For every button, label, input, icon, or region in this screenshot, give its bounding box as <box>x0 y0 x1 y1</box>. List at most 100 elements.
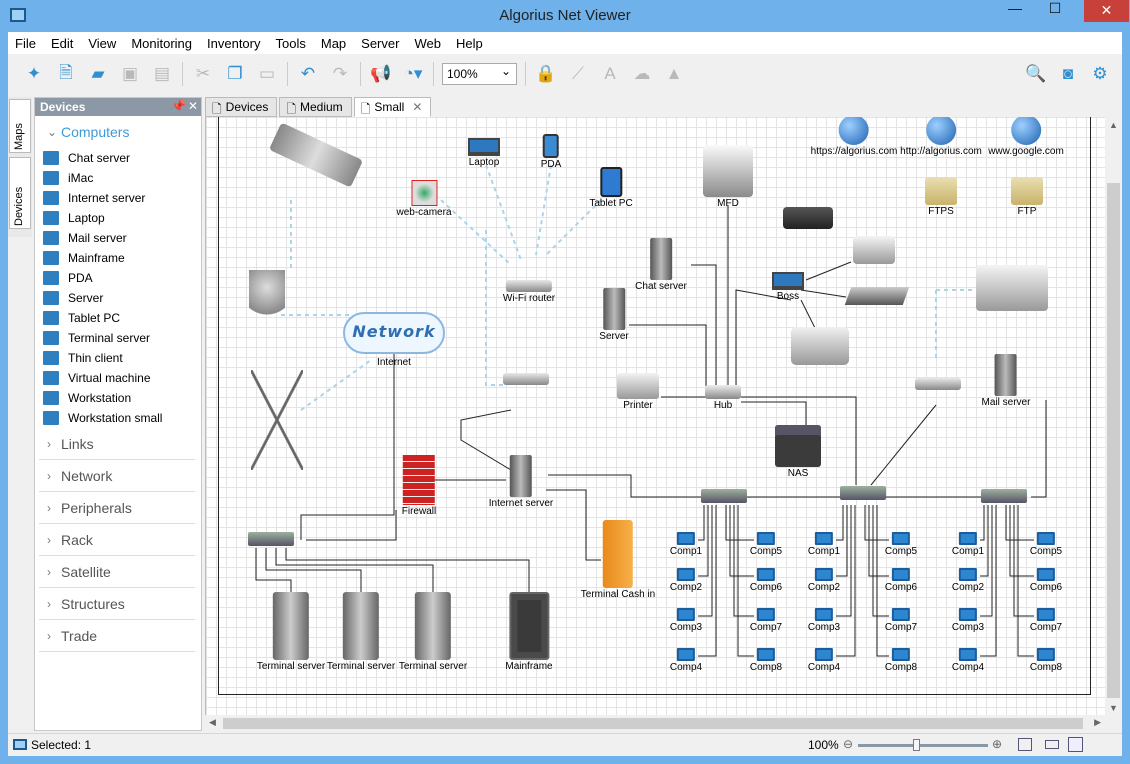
projector-icon[interactable] <box>783 207 833 229</box>
radio-tower-icon[interactable] <box>251 370 303 470</box>
switch-node[interactable] <box>840 486 886 501</box>
save-icon[interactable]: ▣ <box>121 64 139 83</box>
open-folder-icon[interactable]: ▰ <box>91 64 105 83</box>
menu-tools[interactable]: Tools <box>275 35 306 51</box>
full-screen-icon[interactable] <box>1068 737 1083 752</box>
computer-node[interactable]: Comp2 <box>808 568 840 593</box>
tab-small[interactable]: 🗋Small✕ <box>353 97 432 117</box>
switch-node[interactable] <box>981 489 1027 504</box>
device-node[interactable]: Laptop <box>468 138 500 168</box>
router-node[interactable] <box>915 360 961 391</box>
category-item[interactable]: ›Network <box>39 460 195 492</box>
plotter-icon[interactable] <box>976 265 1048 311</box>
zoom-in-icon[interactable]: ⊕ <box>992 737 1003 751</box>
device-node[interactable]: NAS <box>775 425 821 479</box>
add-image-icon[interactable]: ▲ <box>665 64 683 83</box>
category-item[interactable]: ›Peripherals <box>39 492 195 524</box>
maximize-button[interactable]: ☐ <box>1048 0 1062 16</box>
device-node[interactable]: www.google.com <box>988 117 1064 157</box>
device-item[interactable]: PDA <box>35 268 201 288</box>
settings-gear-icon[interactable]: ⚙ <box>1092 64 1108 83</box>
computer-node[interactable]: Comp1 <box>670 532 702 557</box>
menu-inventory[interactable]: Inventory <box>207 35 261 51</box>
device-node[interactable]: https://algorius.com <box>811 117 897 157</box>
computer-node[interactable]: Comp2 <box>952 568 984 593</box>
device-item[interactable]: iMac <box>35 168 201 188</box>
menu-edit[interactable]: Edit <box>50 35 74 51</box>
computer-node[interactable]: Comp3 <box>670 608 702 633</box>
megaphone-icon[interactable]: 📢 <box>370 64 392 83</box>
device-node[interactable]: Printer <box>617 373 659 411</box>
tab-close-icon[interactable]: ✕ <box>412 100 423 114</box>
device-node[interactable]: Terminal server <box>399 592 467 672</box>
tab-maps[interactable]: Maps <box>9 99 31 153</box>
device-node[interactable]: Hub <box>705 385 741 411</box>
device-node[interactable]: Mainframe <box>505 592 553 672</box>
save-all-icon[interactable]: ▤ <box>153 64 171 83</box>
zoom-out-icon[interactable]: ⊖ <box>843 737 854 751</box>
vertical-scrollbar[interactable]: ▲▼ <box>1105 117 1122 715</box>
computer-node[interactable]: Comp8 <box>1030 648 1062 673</box>
zoom-slider[interactable] <box>858 739 988 751</box>
paste-icon[interactable]: ▭ <box>258 64 276 83</box>
category-item[interactable]: ›Rack <box>39 524 195 556</box>
cut-icon[interactable]: ✂ <box>195 64 211 83</box>
device-item[interactable]: Virtual machine <box>35 368 201 388</box>
pin-icon[interactable]: 📌 <box>171 99 186 113</box>
device-item[interactable]: Internet server <box>35 188 201 208</box>
computer-node[interactable]: Comp4 <box>670 648 702 673</box>
computer-node[interactable]: Comp7 <box>885 608 917 633</box>
new-document-icon[interactable]: 🗎 <box>59 62 73 82</box>
device-item[interactable]: Chat server <box>35 148 201 168</box>
device-node[interactable]: FTPS <box>925 177 957 217</box>
device-node[interactable]: Internet <box>377 357 411 368</box>
computer-node[interactable]: Comp8 <box>885 648 917 673</box>
panel-close-icon[interactable]: ✕ <box>188 99 199 113</box>
fit-page-icon[interactable] <box>1018 738 1032 751</box>
device-node[interactable]: Mail server <box>982 354 1030 408</box>
device-item[interactable]: Laptop <box>35 208 201 228</box>
computer-node[interactable]: Comp6 <box>1030 568 1062 593</box>
menu-map[interactable]: Map <box>320 35 347 51</box>
category-computers[interactable]: ⌄Computers <box>39 116 195 148</box>
computer-node[interactable]: Comp2 <box>670 568 702 593</box>
device-node[interactable]: Boss <box>772 272 804 302</box>
device-node[interactable]: PDA <box>541 134 561 170</box>
device-node[interactable]: Terminal server <box>327 592 395 672</box>
horizontal-scrollbar[interactable]: ◀▶ <box>205 715 1105 731</box>
screenshot-icon[interactable]: ◙ <box>1062 64 1074 83</box>
device-node[interactable]: http://algorius.com <box>900 117 982 157</box>
category-item[interactable]: ›Satellite <box>39 556 195 588</box>
tab-medium[interactable]: 🗋Medium <box>279 97 352 117</box>
search-icon[interactable]: 🔍 <box>1025 64 1047 83</box>
device-node[interactable]: Server <box>599 288 629 342</box>
device-node[interactable]: Terminal server <box>257 592 325 672</box>
device-node[interactable]: Internet server <box>489 455 553 509</box>
router-node[interactable] <box>503 355 549 386</box>
device-item[interactable]: Tablet PC <box>35 308 201 328</box>
zoom-select[interactable]: 100% <box>442 63 517 85</box>
undo-icon[interactable]: ↶ <box>300 64 316 83</box>
computer-node[interactable]: Comp7 <box>750 608 782 633</box>
scanner-icon[interactable] <box>844 287 910 305</box>
category-item[interactable]: ›Structures <box>39 588 195 620</box>
satellite-dish-icon[interactable] <box>249 270 285 328</box>
lock-icon[interactable]: 🔒 <box>535 64 557 83</box>
device-node[interactable]: web-camera <box>396 180 452 218</box>
device-node[interactable]: Tablet PC <box>589 167 633 209</box>
device-item[interactable]: Terminal server <box>35 328 201 348</box>
switch-node[interactable] <box>248 532 294 547</box>
menu-web[interactable]: Web <box>414 35 441 51</box>
tab-devices-doc[interactable]: 🗋Devices <box>205 97 278 117</box>
magic-wand-icon[interactable]: ✦ <box>26 64 42 83</box>
chart-icon[interactable]: ◔▾ <box>403 64 423 83</box>
device-item[interactable]: Workstation <box>35 388 201 408</box>
category-item[interactable]: ›Links <box>39 428 195 460</box>
device-node[interactable]: MFD <box>703 145 753 209</box>
computer-node[interactable]: Comp4 <box>952 648 984 673</box>
device-item[interactable]: Thin client <box>35 348 201 368</box>
computer-node[interactable]: Comp4 <box>808 648 840 673</box>
menu-help[interactable]: Help <box>455 35 483 51</box>
device-node[interactable]: Firewall <box>402 455 436 517</box>
